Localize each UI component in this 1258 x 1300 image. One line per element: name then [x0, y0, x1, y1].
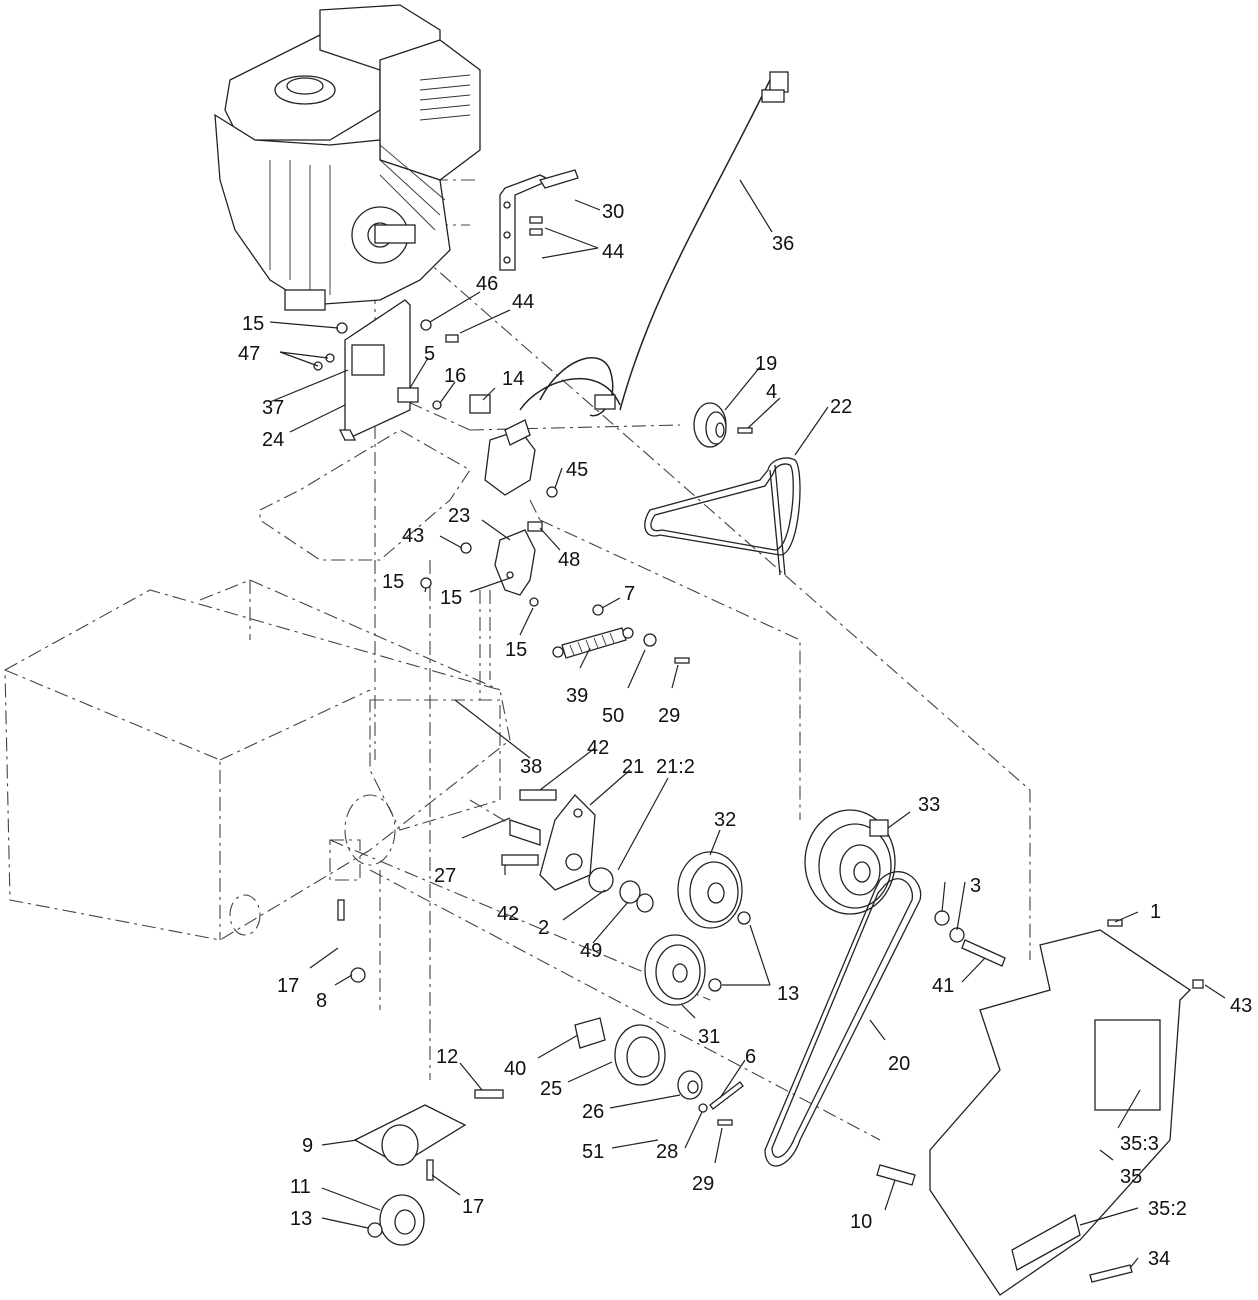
callout-33: 33 — [918, 794, 940, 816]
callout-25: 25 — [540, 1078, 562, 1100]
callout-51: 51 — [582, 1141, 604, 1163]
callout-43-a: 43 — [402, 525, 424, 547]
upper-pulley — [693, 402, 753, 448]
callout-29-a: 29 — [658, 705, 680, 727]
pulley-arm — [501, 789, 654, 913]
mounting-plate — [313, 299, 459, 442]
pulley-32 — [677, 851, 751, 929]
callout-30: 30 — [602, 201, 624, 223]
wiring-harness — [469, 71, 789, 498]
callout-11: 11 — [290, 1176, 311, 1198]
callout-46: 46 — [476, 273, 498, 295]
callout-3: 3 — [970, 875, 981, 897]
callout-24: 24 — [262, 429, 284, 451]
callout-labels: 1 2 3 4 5 6 7 8 9 10 11 12 13 13 14 15 1… — [238, 201, 1252, 1270]
callout-5: 5 — [424, 343, 435, 365]
callout-15-c: 15 — [440, 587, 462, 609]
callout-45: 45 — [566, 459, 588, 481]
callout-8: 8 — [316, 990, 327, 1012]
callout-40: 40 — [504, 1058, 526, 1080]
callout-22: 22 — [830, 396, 852, 418]
mower-frame — [4, 429, 511, 941]
lower-pulley-group — [474, 1017, 744, 1126]
callout-2: 2 — [538, 917, 549, 939]
callout-17-b: 17 — [462, 1196, 484, 1218]
callout-35-3: 35:3 — [1120, 1133, 1159, 1155]
electric-clutch — [804, 809, 1006, 967]
callout-15-a: 15 — [242, 313, 264, 335]
callout-42-b: 42 — [497, 903, 519, 925]
callout-42-a: 42 — [587, 737, 609, 759]
callout-13-b: 13 — [290, 1208, 312, 1230]
callout-20: 20 — [888, 1053, 910, 1075]
callout-21-2: 21:2 — [656, 756, 695, 778]
callout-15-d: 15 — [505, 639, 527, 661]
belt-guard — [929, 919, 1204, 1296]
callout-41: 41 — [932, 975, 954, 997]
callout-19: 19 — [755, 353, 777, 375]
callout-26: 26 — [582, 1101, 604, 1123]
callout-32: 32 — [714, 809, 736, 831]
callout-9: 9 — [302, 1135, 313, 1157]
callout-27: 27 — [434, 865, 456, 887]
callout-7: 7 — [624, 583, 635, 605]
callout-50: 50 — [602, 705, 624, 727]
callout-6: 6 — [745, 1046, 756, 1068]
callout-48: 48 — [558, 549, 580, 571]
callout-31: 31 — [698, 1026, 720, 1048]
callout-4: 4 — [766, 381, 777, 403]
callout-44-a: 44 — [602, 241, 624, 263]
callout-35: 35 — [1120, 1166, 1142, 1188]
callout-16: 16 — [444, 365, 466, 387]
callout-39: 39 — [566, 685, 588, 707]
callout-17-a: 17 — [277, 975, 299, 997]
callout-35-2: 35:2 — [1148, 1198, 1187, 1220]
drive-belt-upper — [644, 457, 801, 576]
callout-14: 14 — [502, 368, 524, 390]
callout-13-a: 13 — [777, 983, 799, 1005]
leader-lines — [269, 179, 1226, 1269]
callout-34: 34 — [1148, 1248, 1170, 1270]
callout-44-b: 44 — [512, 291, 534, 313]
callout-1: 1 — [1150, 901, 1161, 923]
pulley-31 — [644, 934, 722, 1006]
callout-12: 12 — [436, 1046, 458, 1068]
callout-47: 47 — [238, 343, 260, 365]
tension-spring — [552, 627, 634, 659]
idler-bracket-9 — [353, 1104, 467, 1246]
callout-49: 49 — [580, 940, 602, 962]
lift-bracket — [499, 169, 579, 271]
callout-23: 23 — [448, 505, 470, 527]
engine — [214, 4, 481, 311]
callout-10: 10 — [850, 1211, 872, 1233]
callout-37: 37 — [262, 397, 284, 419]
callout-29-b: 29 — [692, 1173, 714, 1195]
callout-38: 38 — [520, 756, 542, 778]
callout-28: 28 — [656, 1141, 678, 1163]
drive-belt-lower — [764, 871, 922, 1167]
idler-arm — [420, 521, 690, 664]
callout-36: 36 — [772, 233, 794, 255]
callout-15-b: 15 — [382, 571, 404, 593]
callout-21: 21 — [622, 756, 644, 778]
callout-43-b: 43 — [1230, 995, 1252, 1017]
